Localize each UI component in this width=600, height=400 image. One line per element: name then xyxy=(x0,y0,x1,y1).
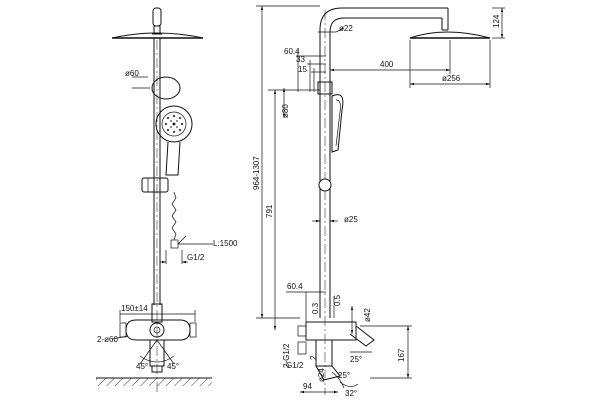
spacing-dimension: 150±14 xyxy=(119,304,196,322)
holder-ring: ø60 xyxy=(125,69,181,100)
spacing-label: 150±14 xyxy=(121,304,148,313)
slider-clamp xyxy=(141,177,169,193)
dim-94: 94 xyxy=(300,382,338,394)
dim-0-5-label: 0.5 xyxy=(333,294,342,306)
rain-shower-head xyxy=(111,7,204,39)
escutcheon-label: 2-ø60 xyxy=(97,335,118,344)
d25-dimension: ø25 xyxy=(312,215,358,224)
ground-hatch xyxy=(96,377,212,386)
dim-33-label: 33 xyxy=(296,55,305,64)
hand-shower-front: ø80 xyxy=(281,81,344,153)
dim-167: 167 xyxy=(360,325,412,379)
mixer-valve: 2-ø60 xyxy=(97,303,197,344)
dim-124-label: 124 xyxy=(492,14,501,28)
thread-label: G1/2 xyxy=(187,253,205,262)
d42-label: ø42 xyxy=(363,308,372,322)
hand-shower xyxy=(155,105,193,176)
spout: 45° 45° xyxy=(136,339,179,373)
mixer-body-front: 2-G1/2 G1/2 2 ø24 xyxy=(282,321,375,382)
angle-dimensions-low: 25° 32° xyxy=(331,371,359,398)
dim-15-label: 15 xyxy=(298,65,307,74)
dim-60-4-low-label: 60.4 xyxy=(287,282,303,291)
dim-60-4-top-label: 60.4 xyxy=(284,47,300,56)
thread-2-g1-2-label: 2-G1/2 xyxy=(282,343,291,368)
angle-left-label: 45° xyxy=(136,362,148,371)
angle-32-label: 32° xyxy=(345,389,357,398)
angle-25-right: 25° xyxy=(350,351,372,364)
overall-height-dimension: 964-1307 791 xyxy=(252,5,320,330)
d22-label: ø22 xyxy=(339,24,353,33)
d22-dimension: ø22 xyxy=(318,24,353,33)
dim-d60-label: ø60 xyxy=(125,69,139,78)
angle-right-label: 45° xyxy=(167,362,179,371)
angle-25-low-label: 25° xyxy=(338,371,350,380)
dim-2-label: 2 xyxy=(309,355,318,360)
angle-25-right-label: 25° xyxy=(350,355,362,364)
slider-knob xyxy=(318,178,332,192)
d80-label: ø80 xyxy=(281,104,290,118)
d256-label: ø256 xyxy=(442,74,461,83)
dim-400-label: 400 xyxy=(380,60,394,69)
dim-94-label: 94 xyxy=(303,382,312,391)
arm-length-dimension: 400 xyxy=(330,40,451,74)
diverter-d42: ø42 xyxy=(350,306,372,334)
offset-dimensions: 60.4 33 15 xyxy=(284,47,326,92)
height-range-label: 964-1307 xyxy=(252,156,261,190)
thread-g1-2-label: G1/2 xyxy=(286,361,304,370)
lower-offset-dimensions: 60.4 0.3 0.5 xyxy=(286,282,342,330)
left-side-view: ø60 L:1500 xyxy=(96,7,238,395)
hose-length-label: L:1500 xyxy=(213,239,238,248)
d24-label: ø24 xyxy=(317,368,326,382)
dim-167-label: 167 xyxy=(397,348,406,362)
rain-head-front: 124 ø256 xyxy=(409,7,505,88)
right-front-view: 964-1307 791 124 ø256 xyxy=(252,5,505,398)
hose: L:1500 xyxy=(170,191,238,249)
d25-label: ø25 xyxy=(344,215,358,224)
hose-connection: G1/2 xyxy=(160,250,205,264)
height-791-label: 791 xyxy=(265,204,274,218)
dim-0-3-label: 0.3 xyxy=(311,302,320,314)
